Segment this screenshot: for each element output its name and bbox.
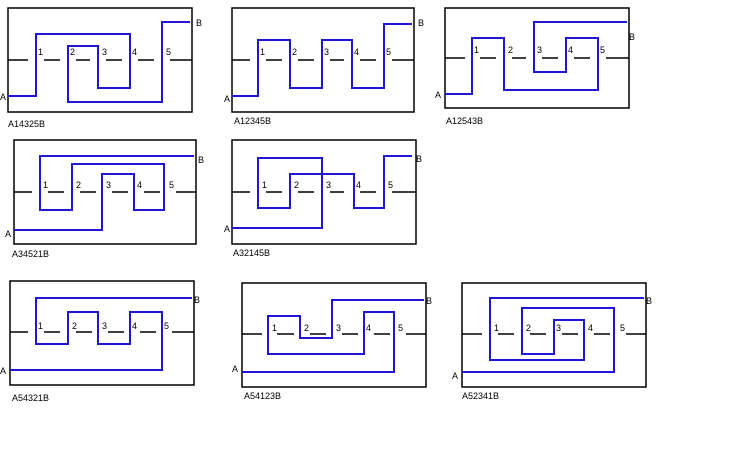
start-label: A bbox=[224, 224, 230, 234]
crossing-3-label: 3 bbox=[102, 47, 107, 57]
crossing-2-label: 2 bbox=[76, 180, 81, 190]
crossing-1-label: 1 bbox=[272, 323, 277, 333]
crossing-4-label: 4 bbox=[568, 45, 573, 55]
end-label: B bbox=[426, 296, 432, 306]
crossing-3-label: 3 bbox=[336, 323, 341, 333]
crossing-2-label: 2 bbox=[508, 45, 513, 55]
frame bbox=[231, 139, 417, 245]
meander-path bbox=[462, 297, 644, 373]
crossing-5-label: 5 bbox=[620, 323, 625, 333]
crossing-5-label: 5 bbox=[388, 180, 393, 190]
diagram-caption: A54321B bbox=[12, 393, 49, 403]
meander-path bbox=[14, 155, 194, 231]
crossing-3-label: 3 bbox=[102, 321, 107, 331]
crossing-4-label: 4 bbox=[137, 180, 142, 190]
crossing-1-label: 1 bbox=[474, 45, 479, 55]
crossing-5-label: 5 bbox=[169, 180, 174, 190]
crossing-1-label: 1 bbox=[38, 47, 43, 57]
frame bbox=[7, 7, 193, 113]
diagram-caption: A12345B bbox=[234, 116, 271, 126]
frame bbox=[444, 7, 630, 109]
crossing-3-label: 3 bbox=[324, 47, 329, 57]
start-label: A bbox=[232, 364, 238, 374]
start-label: A bbox=[0, 92, 6, 102]
crossing-4-label: 4 bbox=[356, 180, 361, 190]
crossing-5-label: 5 bbox=[164, 321, 169, 331]
crossing-4-label: 4 bbox=[132, 47, 137, 57]
crossing-1-label: 1 bbox=[43, 180, 48, 190]
diagram-caption: A32145B bbox=[233, 248, 270, 258]
crossing-2-label: 2 bbox=[70, 47, 75, 57]
crossing-1-label: 1 bbox=[494, 323, 499, 333]
crossing-5-label: 5 bbox=[398, 323, 403, 333]
crossing-4-label: 4 bbox=[354, 47, 359, 57]
meander-path bbox=[8, 21, 190, 103]
meander-path bbox=[232, 155, 412, 229]
meander-path bbox=[10, 297, 192, 371]
start-label: A bbox=[224, 94, 230, 104]
crossing-5-label: 5 bbox=[166, 47, 171, 57]
frame bbox=[241, 282, 427, 388]
end-label: B bbox=[629, 32, 635, 42]
diagram-caption: A54123B bbox=[244, 391, 281, 401]
diagram-caption: A12543B bbox=[446, 116, 483, 126]
crossing-2-label: 2 bbox=[72, 321, 77, 331]
diagram-A34521B: 1 2 3 4 5 A B A34521B bbox=[5, 139, 204, 259]
end-label: B bbox=[196, 18, 202, 28]
crossing-5-label: 5 bbox=[600, 45, 605, 55]
start-label: A bbox=[5, 229, 11, 239]
meander-path bbox=[242, 299, 424, 373]
end-label: B bbox=[194, 295, 200, 305]
diagram-caption: A34521B bbox=[12, 249, 49, 259]
frame bbox=[231, 7, 415, 113]
crossing-3-label: 3 bbox=[326, 180, 331, 190]
crossing-4-label: 4 bbox=[588, 323, 593, 333]
crossing-1-label: 1 bbox=[260, 47, 265, 57]
diagram-A32145B: 1 2 3 4 5 A B A32145B bbox=[224, 139, 422, 258]
crossing-1-label: 1 bbox=[262, 180, 267, 190]
crossing-3-label: 3 bbox=[537, 45, 542, 55]
diagram-A14325B: 1 2 3 4 5 A B A14325B bbox=[0, 7, 202, 129]
diagram-A54123B: 1 2 3 4 5 A B A54123B bbox=[232, 282, 432, 401]
diagram-A52341B: 1 2 3 4 5 A B A52341B bbox=[452, 282, 652, 401]
end-label: B bbox=[418, 18, 424, 28]
crossing-2-label: 2 bbox=[294, 180, 299, 190]
end-label: B bbox=[646, 296, 652, 306]
crossing-2-label: 2 bbox=[292, 47, 297, 57]
end-label: B bbox=[416, 154, 422, 164]
diagram-A54321B: 1 2 3 4 5 A B A54321B bbox=[0, 280, 200, 403]
diagram-A12543B: 1 2 3 4 5 A B A12543B bbox=[435, 7, 635, 126]
start-label: A bbox=[435, 90, 441, 100]
crossing-1-label: 1 bbox=[38, 321, 43, 331]
frame bbox=[461, 282, 647, 388]
start-label: A bbox=[0, 366, 6, 376]
crossing-5-label: 5 bbox=[386, 47, 391, 57]
frame bbox=[9, 280, 195, 386]
meander-path bbox=[445, 21, 627, 95]
crossing-4-label: 4 bbox=[132, 321, 137, 331]
meander-path bbox=[232, 23, 412, 97]
crossing-3-label: 3 bbox=[106, 180, 111, 190]
frame bbox=[13, 139, 197, 245]
crossing-3-label: 3 bbox=[556, 323, 561, 333]
end-label: B bbox=[198, 155, 204, 165]
crossing-2-label: 2 bbox=[526, 323, 531, 333]
crossing-2-label: 2 bbox=[304, 323, 309, 333]
diagram-caption: A52341B bbox=[462, 391, 499, 401]
diagram-A12345B: 1 2 3 4 5 A B A12345B bbox=[224, 7, 424, 126]
start-label: A bbox=[452, 371, 458, 381]
diagram-caption: A14325B bbox=[8, 119, 45, 129]
crossing-4-label: 4 bbox=[366, 323, 371, 333]
